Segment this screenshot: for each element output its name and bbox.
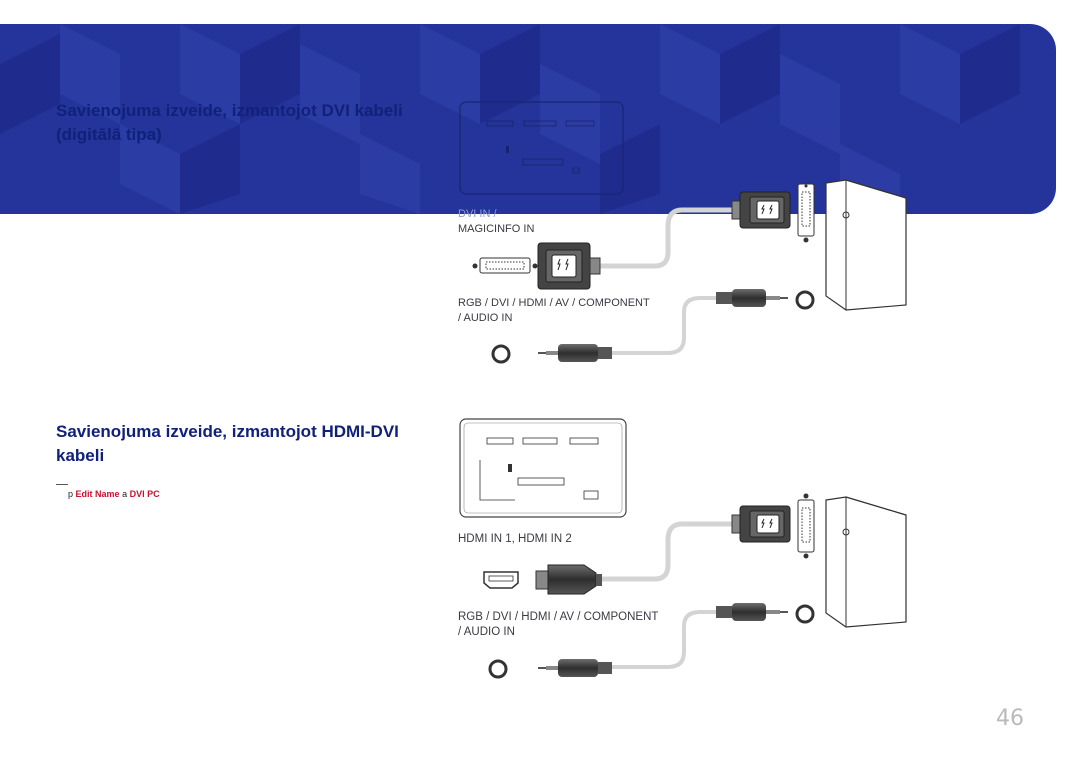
section1-title-line2: (digitālā tipa) — [56, 125, 162, 144]
pc-tower-1 — [825, 179, 907, 311]
pc-audio-jack-2 — [795, 604, 815, 624]
audio-plug-monitor-2 — [538, 659, 612, 677]
dvi-plug-pc-1 — [731, 191, 791, 229]
section2-title-line2: kabeli — [56, 446, 105, 465]
audio-port-label-1-line2: / AUDIO IN — [458, 312, 513, 324]
dvi-port-label-line1: DVI IN / — [458, 208, 497, 220]
dvi-cable-1 — [600, 207, 732, 269]
audio-plug-monitor-1 — [538, 344, 612, 362]
pc-dvi-port-1 — [797, 183, 815, 243]
monitor-audio-jack-1 — [491, 344, 511, 364]
audio-port-label-2-line2: / AUDIO IN — [458, 626, 515, 638]
section1-title: Savienojuma izveide, izmantojot DVI kabe… — [56, 99, 403, 147]
audio-port-label-2: RGB / DVI / HDMI / AV / COMPONENT / AUDI… — [458, 610, 658, 640]
dvi-plug-pc-2 — [731, 505, 791, 543]
audio-port-label-1: RGB / DVI / HDMI / AV / COMPONENT / AUDI… — [458, 296, 650, 326]
section1-title-line1: Savienojuma izveide, izmantojot DVI kabe… — [56, 101, 403, 120]
dvi-plug-monitor-1 — [537, 242, 601, 290]
dvi-port-label: DVI IN / MAGICINFO IN — [458, 207, 534, 237]
monitor-audio-jack-2 — [488, 659, 508, 679]
dvi-port-label-line2: MAGICINFO IN — [458, 223, 535, 235]
banner-pattern — [0, 24, 1020, 214]
hdmi-port-label-text: HDMI IN 1, HDMI IN 2 — [458, 533, 572, 545]
note-keyword-edit-name: Edit Name — [75, 489, 120, 499]
pc-dvi-port-2 — [797, 493, 815, 559]
section2-note: p Edit Name a DVI PC — [56, 478, 216, 501]
audio-plug-pc-2 — [716, 603, 788, 621]
note-mid: a — [122, 489, 128, 499]
page-number: 46 — [996, 706, 1024, 731]
monitor-back-panel-1 — [459, 101, 624, 195]
hdmi-port-label: HDMI IN 1, HDMI IN 2 — [458, 532, 572, 547]
note-keyword-dvi-pc: DVI PC — [129, 489, 160, 499]
hdmi-dvi-cable — [600, 521, 732, 582]
section2-title: Savienojuma izveide, izmantojot HDMI-DVI… — [56, 420, 399, 468]
audio-cable-1 — [612, 296, 716, 355]
monitor-back-panel-2 — [459, 418, 627, 518]
pc-tower-2 — [825, 496, 907, 628]
monitor-hdmi-port — [483, 571, 519, 589]
note-prefix: p — [68, 489, 74, 499]
audio-port-label-2-line1: RGB / DVI / HDMI / AV / COMPONENT — [458, 611, 659, 623]
header-banner — [0, 24, 1056, 214]
audio-plug-pc-1 — [716, 289, 788, 307]
note-body: p Edit Name a DVI PC — [68, 487, 216, 501]
audio-port-label-1-line1: RGB / DVI / HDMI / AV / COMPONENT — [458, 297, 650, 309]
hdmi-plug — [535, 564, 602, 595]
section2-title-line1: Savienojuma izveide, izmantojot HDMI-DVI — [56, 422, 399, 441]
monitor-dvi-port-1 — [472, 257, 538, 274]
audio-cable-2 — [612, 610, 716, 669]
note-rule — [56, 484, 68, 485]
pc-audio-jack-1 — [795, 290, 815, 310]
